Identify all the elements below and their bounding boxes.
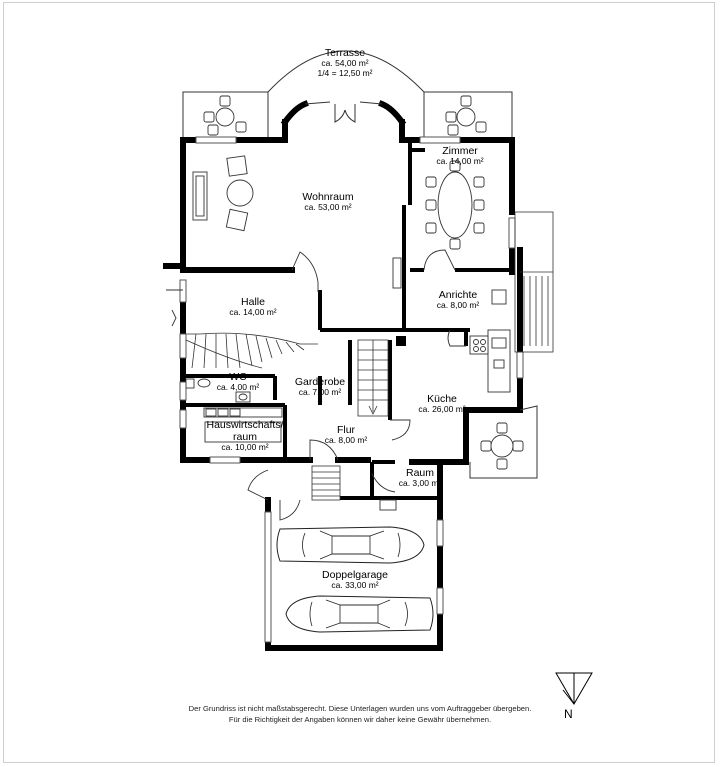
north-arrow-icon (555, 672, 593, 705)
room-area: ca. 53,00 m² (304, 202, 352, 213)
room-area: ca. 7,00 m² (298, 387, 342, 398)
room-area: ca. 8,00 m² (436, 300, 480, 311)
label-wc: WC ca. 4,00 m² (208, 371, 268, 393)
room-area: ca. 14,00 m² (436, 156, 484, 167)
label-anrichte: Anrichte ca. 8,00 m² (418, 289, 498, 311)
room-area: ca. 54,00 m² (321, 58, 369, 69)
room-area: ca. 14,00 m² (229, 307, 277, 318)
room-area: ca. 8,00 m² (324, 435, 368, 446)
terrace-furniture-right (445, 95, 487, 136)
dining-furniture (425, 160, 485, 250)
label-doppelgarage: Doppelgarage ca. 33,00 m² (305, 569, 405, 591)
stairs-exterior (514, 211, 554, 353)
stairs-entrance (311, 465, 341, 501)
room-name: Flur (336, 424, 356, 436)
room-name: Raum (405, 467, 434, 479)
terrace-furniture-left (203, 95, 247, 136)
car-lower (285, 595, 434, 633)
interior-walls (183, 140, 512, 500)
room-area: ca. 3,00 m² (398, 478, 442, 489)
stairs-center (357, 339, 389, 417)
disclaimer-line-1: Der Grundriss ist nicht maßstabsgerecht.… (188, 704, 532, 713)
kitchen-terrace (469, 405, 538, 479)
label-kueche: Küche ca. 26,00 m² (402, 393, 482, 415)
room-area: ca. 4,00 m² (216, 382, 260, 393)
room-name: WC (229, 371, 247, 383)
label-hauswirtschaftsraum: Hauswirtschafts/ raum ca. 10,00 m² (200, 419, 290, 453)
door-swings (166, 249, 466, 521)
disclaimer-line-2: Für die Richtigkeit der Angaben können w… (228, 715, 492, 725)
windows (179, 136, 524, 643)
room-name: Anrichte (438, 289, 478, 301)
room-name: Doppelgarage (322, 569, 388, 581)
column (396, 336, 406, 346)
room-name: Halle (241, 296, 265, 308)
north-letter: N (564, 707, 573, 721)
room-area: ca. 33,00 m² (331, 580, 379, 591)
room-name: Terrasse (324, 47, 366, 59)
terrace-doors (304, 101, 383, 123)
room-name-line2: raum (233, 431, 257, 444)
label-flur: Flur ca. 8,00 m² (306, 424, 386, 446)
wc-fittings (185, 378, 251, 403)
drawing-frame (3, 2, 715, 763)
label-raum: Raum ca. 3,00 m² (380, 467, 460, 489)
terrace-outline (182, 50, 513, 137)
label-terrasse: Terrasse ca. 54,00 m² 1/4 = 12,50 m² (300, 47, 390, 79)
room-area: ca. 26,00 m² (418, 404, 466, 415)
room-name: Wohnraum (302, 191, 354, 203)
kitchen-counter (469, 289, 511, 393)
car-upper (276, 526, 425, 564)
label-wohnraum: Wohnraum ca. 53,00 m² (283, 191, 373, 213)
living-room-furniture (192, 155, 402, 289)
stairs-main (185, 332, 318, 369)
disclaimer: Der Grundriss ist nicht maßstabsgerecht.… (0, 703, 720, 726)
label-zimmer: Zimmer ca. 14,00 m² (420, 145, 500, 167)
label-garderobe: Garderobe ca. 7,00 m² (280, 376, 360, 398)
label-halle: Halle ca. 14,00 m² (213, 296, 293, 318)
kitchen-terrace-furniture (480, 422, 524, 470)
room-area-extra: 1/4 = 12,50 m² (317, 67, 373, 78)
utility-fittings (203, 407, 397, 511)
room-name: Zimmer (442, 145, 478, 157)
room-name: Küche (427, 393, 457, 405)
room-name: Hauswirtschafts/ (206, 419, 284, 431)
room-area: ca. 10,00 m² (221, 442, 269, 453)
room-name: Garderobe (294, 376, 346, 388)
